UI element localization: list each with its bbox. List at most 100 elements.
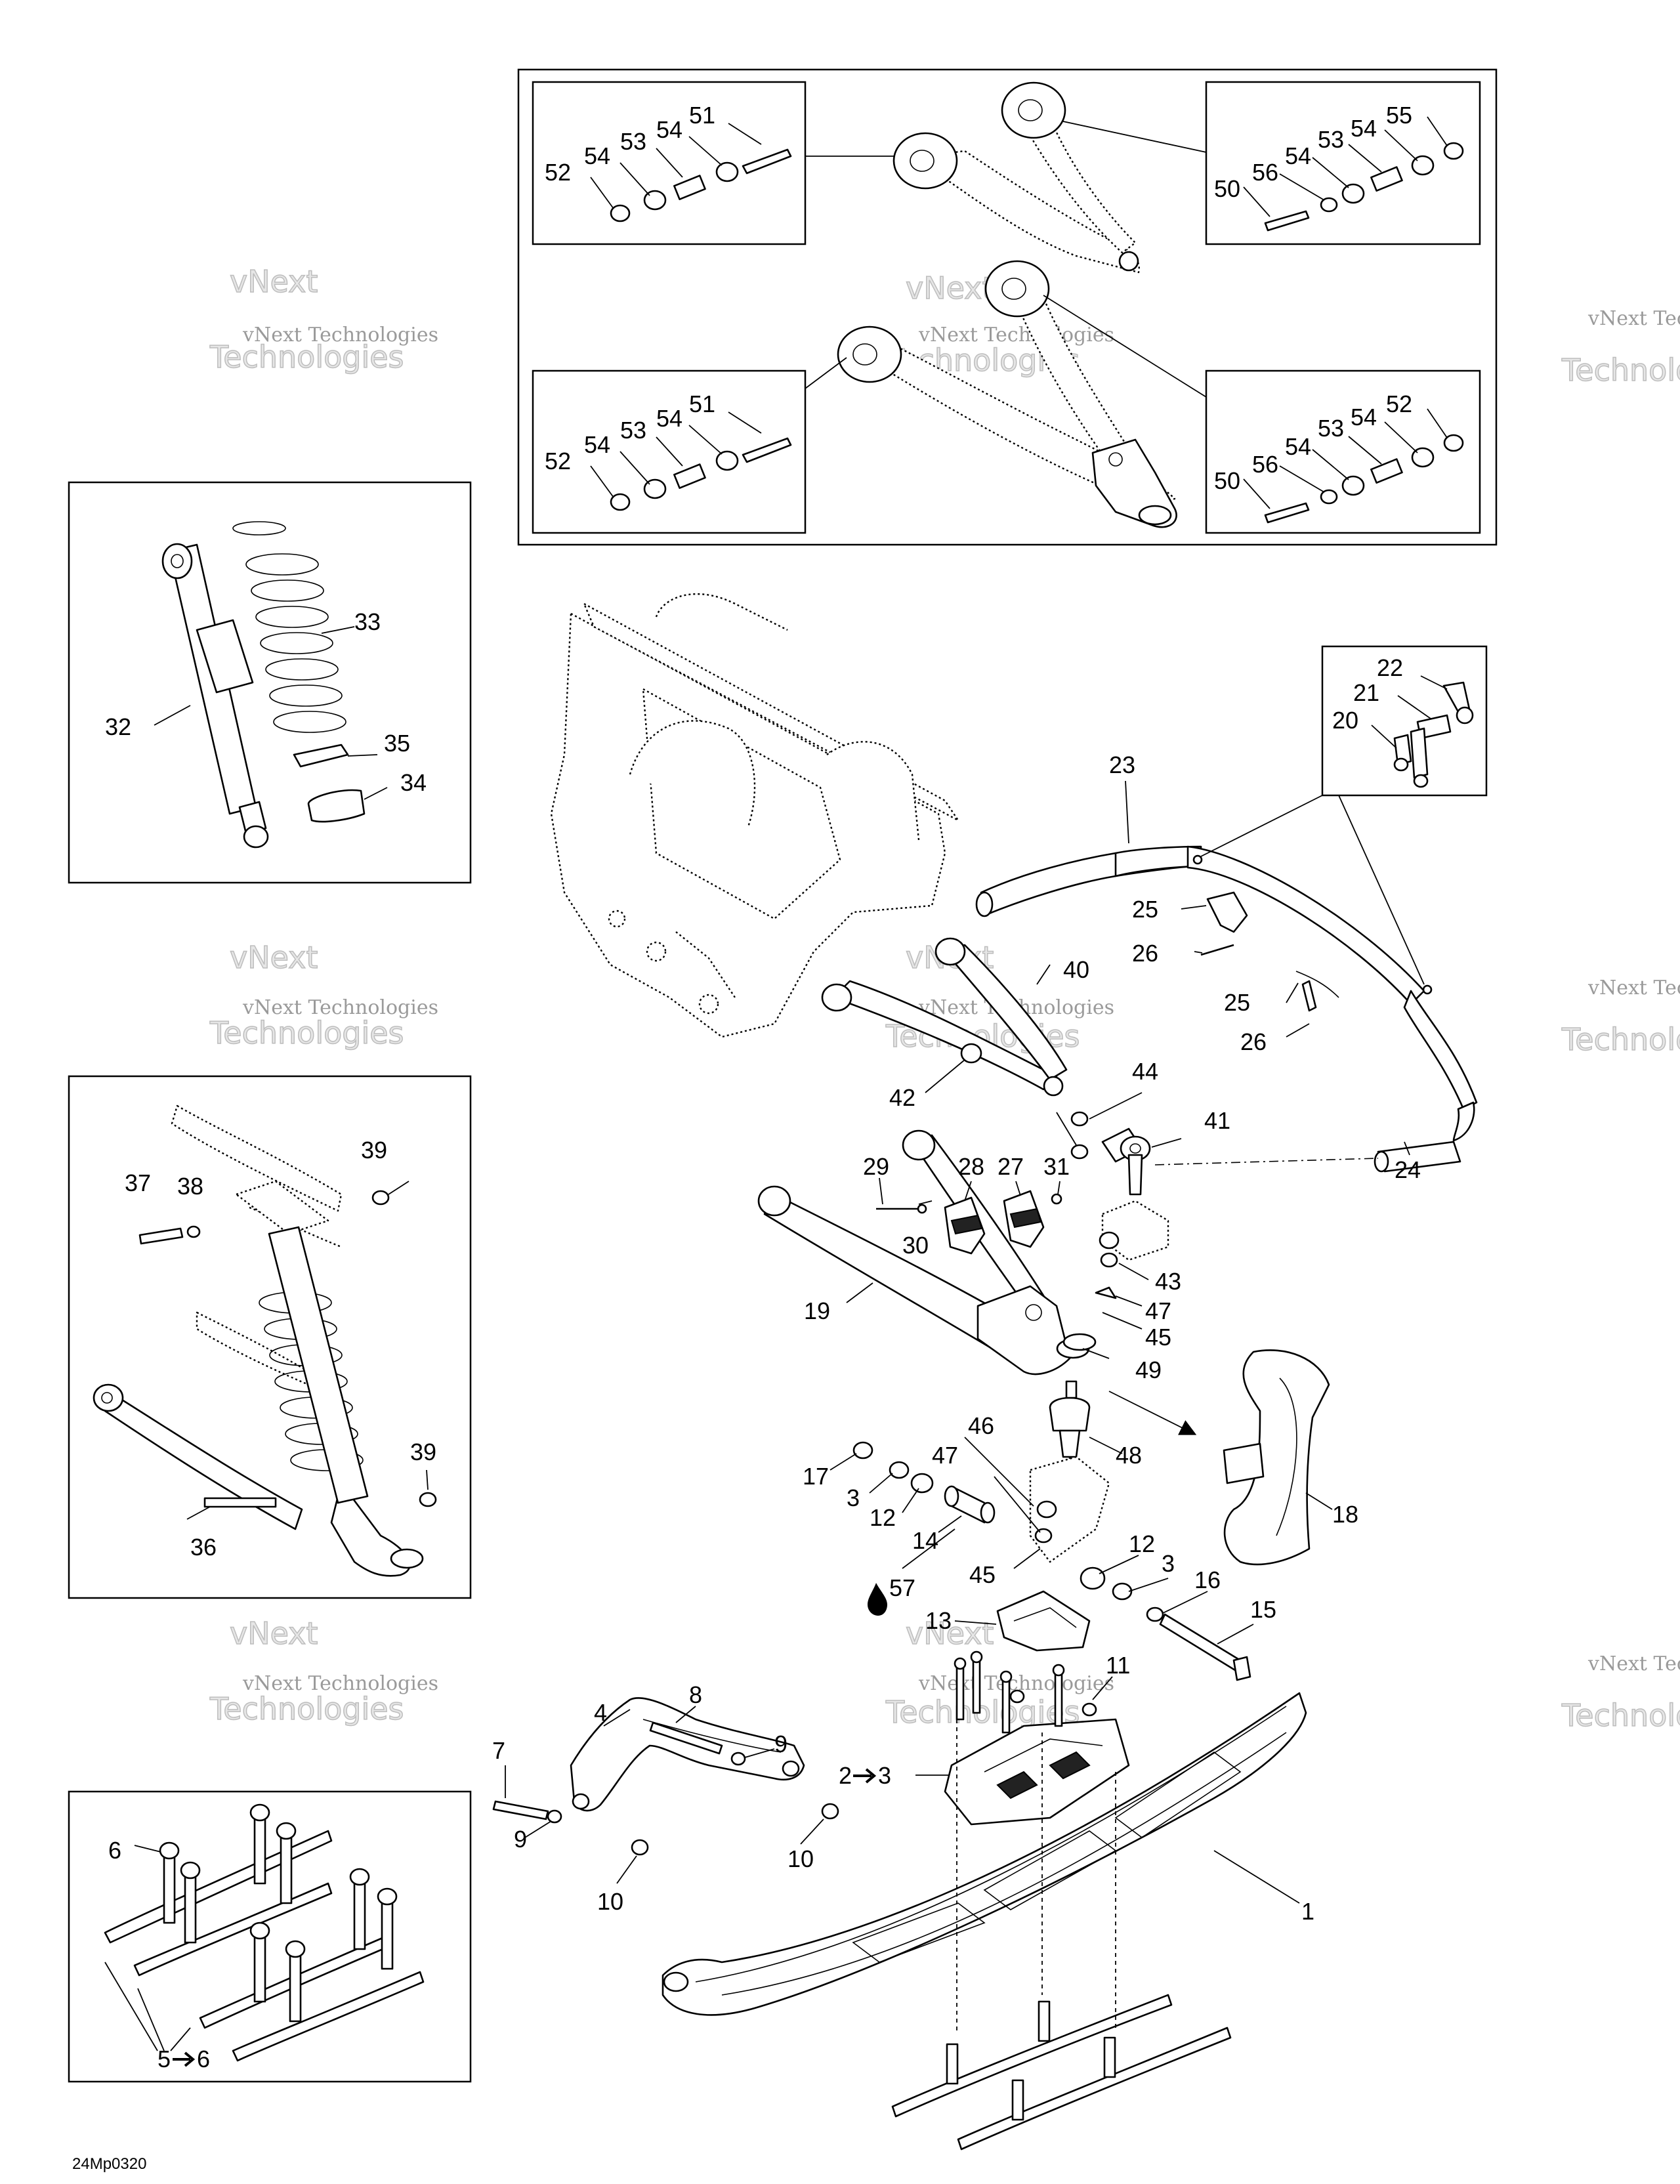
label-5-to-6: 5 6 (158, 2046, 210, 2072)
watermark-b-big: vNext (906, 270, 994, 306)
watermark-d-tech: Technologies (209, 1015, 404, 1051)
label-39: 39 (410, 1438, 436, 1465)
label-33: 33 (354, 608, 381, 635)
label-38: 38 (177, 1173, 203, 1200)
label-25: 25 (1224, 989, 1250, 1016)
label-54: 54 (1351, 404, 1377, 430)
label-56: 56 (1252, 451, 1278, 478)
watermark-a: vNext Technologies (242, 324, 438, 346)
label-46: 46 (968, 1412, 994, 1439)
label-44: 44 (1132, 1058, 1158, 1085)
watermark-f: vNext Technologies (1587, 976, 1680, 999)
runner-carbide-detail-panel (68, 1790, 472, 2083)
watermark-a-big: vNext (230, 264, 318, 299)
label-54: 54 (584, 142, 610, 169)
bushing-kit-lower-rear (1243, 408, 1464, 524)
front-frame-bulkhead (550, 593, 959, 1038)
label-24: 24 (1395, 1156, 1421, 1183)
label-37: 37 (125, 1169, 151, 1196)
label-42: 42 (889, 1084, 915, 1111)
label-56: 56 (1252, 159, 1278, 186)
label-41: 41 (1204, 1107, 1230, 1134)
watermark-f-tech: Technologies (1561, 1022, 1680, 1057)
label-57-loctite: 57 (868, 1574, 915, 1616)
label-14: 14 (912, 1527, 938, 1554)
label-18: 18 (1332, 1501, 1358, 1528)
label-7: 7 (492, 1737, 505, 1764)
watermark-a-tech: Technologies (209, 339, 404, 375)
label-53: 53 (620, 128, 646, 155)
misc-leaders (846, 964, 1143, 1303)
svg-text:6: 6 (197, 2046, 210, 2072)
label-29: 29 (863, 1153, 889, 1180)
ski-handle (492, 1697, 839, 1884)
label-20: 20 (1332, 707, 1358, 734)
watermark-b: vNext Technologies (918, 324, 1114, 346)
svg-text:57: 57 (889, 1574, 915, 1601)
watermark-h-big: vNext (906, 1616, 994, 1651)
svg-text:3: 3 (878, 1762, 891, 1789)
label-43: 43 (1155, 1268, 1181, 1295)
svg-text:5: 5 (158, 2046, 171, 2072)
label-4: 4 (594, 1699, 607, 1726)
spindle-assembly (830, 1437, 1254, 1681)
label-28: 28 (958, 1153, 984, 1180)
label-39: 39 (361, 1137, 387, 1164)
label-40: 40 (1063, 956, 1089, 983)
label-45: 45 (969, 1561, 996, 1588)
watermark-g-big: vNext (230, 1616, 318, 1651)
label-1: 1 (1301, 1898, 1314, 1925)
shock-absorber-detail-panel (68, 481, 472, 884)
right-arrow-icon (173, 2051, 196, 2067)
a-arm-bushing-detail-panel (517, 68, 1498, 546)
label-2-to-3: 2 3 (839, 1762, 891, 1789)
label-35: 35 (384, 730, 410, 757)
label-53: 53 (1318, 126, 1344, 153)
label-51: 51 (689, 102, 715, 129)
label-19: 19 (804, 1297, 830, 1324)
label-3: 3 (847, 1484, 860, 1511)
label-34: 34 (400, 769, 427, 796)
label-26: 26 (1132, 940, 1158, 967)
label-49: 49 (1135, 1356, 1162, 1383)
watermarks: vNext Technologies vNext Technologies vN… (209, 263, 1680, 1734)
label-26: 26 (1240, 1028, 1267, 1055)
watermark-g: vNext Technologies (242, 1672, 438, 1695)
label-36: 36 (190, 1534, 217, 1561)
label-25: 25 (1132, 896, 1158, 923)
label-8: 8 (689, 1681, 702, 1708)
watermark-c-tech: Technologies (1561, 352, 1680, 388)
label-11: 11 (1106, 1652, 1130, 1679)
label-50: 50 (1214, 467, 1240, 494)
label-53: 53 (620, 417, 646, 444)
label-51: 51 (689, 390, 715, 417)
carbide-studs (159, 1803, 398, 2023)
label-45: 45 (1145, 1324, 1171, 1351)
label-13: 13 (925, 1607, 952, 1634)
label-48: 48 (1116, 1442, 1142, 1469)
a-arm-stoppers (876, 1177, 1062, 1255)
callout-labels: 52 54 53 54 51 50 56 54 53 54 55 52 54 5… (105, 102, 1421, 2072)
label-6: 6 (108, 1837, 121, 1864)
label-10: 10 (788, 1845, 814, 1872)
shock-installation-detail-panel (68, 1075, 472, 1599)
label-3: 3 (1162, 1550, 1175, 1577)
label-23: 23 (1109, 751, 1135, 778)
sway-bar (975, 780, 1478, 1173)
label-47: 47 (1145, 1297, 1171, 1324)
label-53: 53 (1318, 415, 1344, 442)
label-55: 55 (1386, 102, 1412, 129)
label-54: 54 (584, 431, 610, 458)
ski-leg-shield (1108, 1349, 1333, 1566)
sway-bar-link-detail-panel (1200, 645, 1488, 985)
label-15: 15 (1250, 1596, 1276, 1623)
label-52: 52 (545, 448, 571, 474)
label-30: 30 (902, 1232, 929, 1259)
label-47: 47 (932, 1442, 958, 1469)
bushing-kit-upper-rear (1243, 116, 1464, 232)
watermark-i-tech: Technologies (1561, 1698, 1680, 1733)
label-16: 16 (1194, 1566, 1221, 1593)
label-52: 52 (545, 159, 571, 186)
label-10: 10 (597, 1888, 623, 1915)
